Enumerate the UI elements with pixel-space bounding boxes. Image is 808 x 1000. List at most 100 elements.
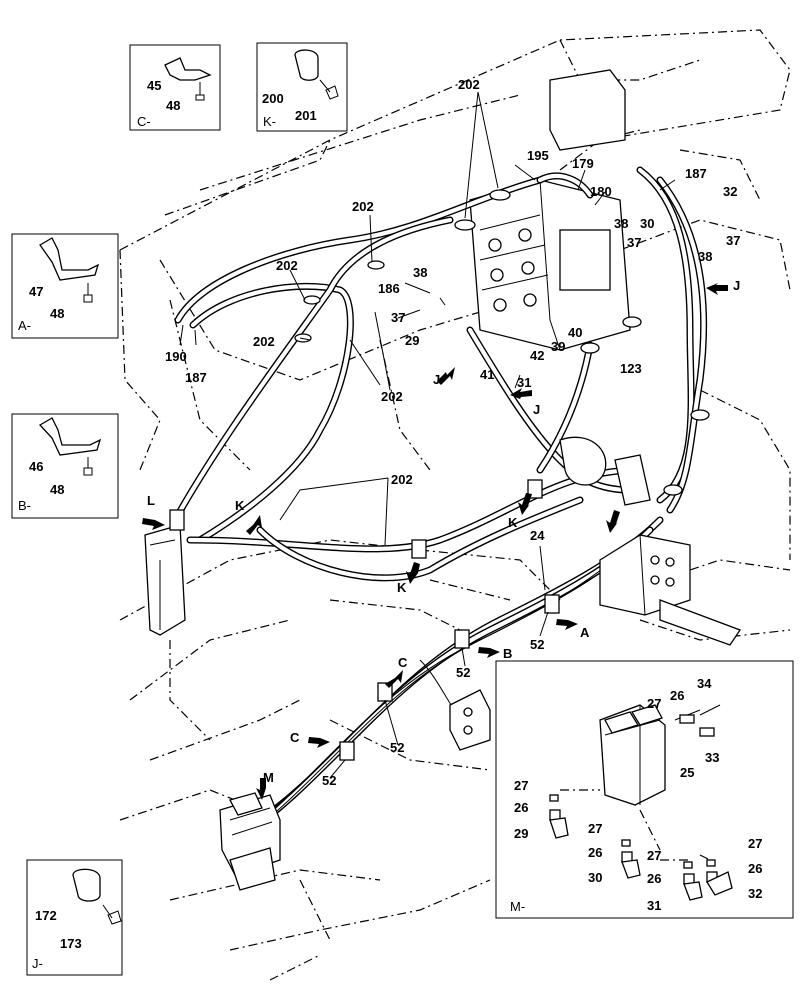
label-37-c: 37: [391, 310, 405, 325]
label-186: 186: [378, 281, 400, 296]
arrow-j-top: [706, 283, 728, 295]
lower-valve: [449, 689, 491, 751]
label-k-right: K: [508, 515, 518, 530]
pointer-arrows: [142, 283, 728, 800]
inset-c-drawing: [164, 57, 212, 101]
part-label-30-m: 30: [588, 870, 602, 885]
arrow-k-left: [246, 515, 262, 535]
label-a: A: [580, 625, 590, 640]
arrow-c-low: [308, 737, 330, 748]
label-42: 42: [530, 348, 544, 363]
part-label-25: 25: [680, 765, 694, 780]
part-label-34: 34: [697, 676, 712, 691]
label-52-d: 52: [322, 773, 336, 788]
label-123: 123: [620, 361, 642, 376]
part-label-27-b: 27: [514, 778, 528, 793]
part-label-26-b: 26: [514, 800, 528, 815]
inset-b-caption: B-: [18, 498, 31, 513]
part-label-27-d: 27: [647, 848, 661, 863]
inset-m-caption: M-: [510, 899, 525, 914]
part-label-173: 173: [60, 936, 82, 951]
label-j-mid: J: [533, 402, 540, 417]
clamps: [294, 189, 710, 761]
label-j-top: J: [733, 278, 740, 293]
part-label-32-m: 32: [748, 886, 762, 901]
label-37: 37: [627, 235, 641, 250]
label-179: 179: [572, 156, 594, 171]
label-39: 39: [551, 339, 565, 354]
inset-c-box: [129, 44, 221, 131]
label-24: 24: [530, 528, 545, 543]
inset-k-drawing: [294, 49, 339, 100]
label-38-b: 38: [698, 249, 712, 264]
label-52-b: 52: [456, 665, 470, 680]
inset-m-drawing: [549, 704, 733, 901]
label-52-c: 52: [390, 740, 404, 755]
label-k-left: K: [235, 498, 245, 513]
part-label-27-e: 27: [748, 836, 762, 851]
label-38-c: 38: [413, 265, 427, 280]
inset-k-caption: K-: [263, 114, 276, 129]
label-202: 202: [458, 77, 480, 92]
label-202-f: 202: [391, 472, 413, 487]
part-label-27-c: 27: [588, 821, 602, 836]
part-label-33: 33: [705, 750, 719, 765]
inset-j-caption: J-: [32, 956, 43, 971]
part-label-48-b: 48: [50, 482, 64, 497]
label-b: B: [503, 646, 512, 661]
part-label-47: 47: [29, 284, 43, 299]
part-label-27: 27: [647, 696, 661, 711]
label-37-b: 37: [726, 233, 740, 248]
left-bracket: [144, 509, 186, 636]
inset-a-drawing: [39, 237, 100, 303]
label-k-low: K: [397, 580, 407, 595]
arrow-k-low: [406, 562, 420, 584]
arrow-j-low: [606, 510, 620, 533]
inset-boxes: [11, 42, 794, 976]
arrow-j-mid: [510, 388, 532, 399]
inset-a-box: [11, 233, 119, 339]
inset-captions: C- 45 48 K- 200 201 A- 47 48 B- 46 48 J-…: [18, 78, 762, 971]
part-label-31-m: 31: [647, 898, 661, 913]
label-31: 31: [517, 375, 531, 390]
label-30: 30: [640, 216, 654, 231]
label-29: 29: [405, 333, 419, 348]
label-202-b: 202: [352, 199, 374, 214]
label-j-left: J: [433, 372, 440, 387]
main-labels: 202 195 179 187 180 32 38 30 37 38 37 J …: [147, 77, 740, 788]
part-label-200: 200: [262, 91, 284, 106]
inset-b-box: [11, 413, 119, 519]
part-label-26-c: 26: [588, 845, 602, 860]
label-38: 38: [614, 216, 628, 231]
label-c-top: C: [398, 655, 408, 670]
control-valve: [469, 69, 631, 351]
arrow-m: [256, 778, 266, 800]
arrow-j-left: [437, 367, 455, 385]
label-190: 190: [165, 349, 187, 364]
part-label-201: 201: [295, 108, 317, 123]
label-187-b: 187: [185, 370, 207, 385]
inset-b-drawing: [38, 417, 102, 476]
label-c-low: C: [290, 730, 300, 745]
part-label-26-e: 26: [748, 861, 762, 876]
label-m: M: [263, 770, 274, 785]
part-label-45: 45: [147, 78, 161, 93]
label-l: L: [147, 493, 155, 508]
inset-c-caption: C-: [137, 114, 151, 129]
part-label-48-a: 48: [50, 306, 64, 321]
part-label-46: 46: [29, 459, 43, 474]
arrow-l: [142, 518, 165, 530]
part-label-29-m: 29: [514, 826, 528, 841]
label-202-e: 202: [381, 389, 403, 404]
label-41: 41: [480, 367, 494, 382]
label-52: 52: [530, 637, 544, 652]
part-label-172: 172: [35, 908, 57, 923]
arrow-a: [556, 619, 578, 630]
arrow-c-top: [385, 670, 403, 688]
label-40: 40: [568, 325, 582, 340]
arrow-k-right: [518, 493, 532, 515]
label-32: 32: [723, 184, 737, 199]
label-202-c: 202: [276, 258, 298, 273]
part-label-26-d: 26: [647, 871, 661, 886]
